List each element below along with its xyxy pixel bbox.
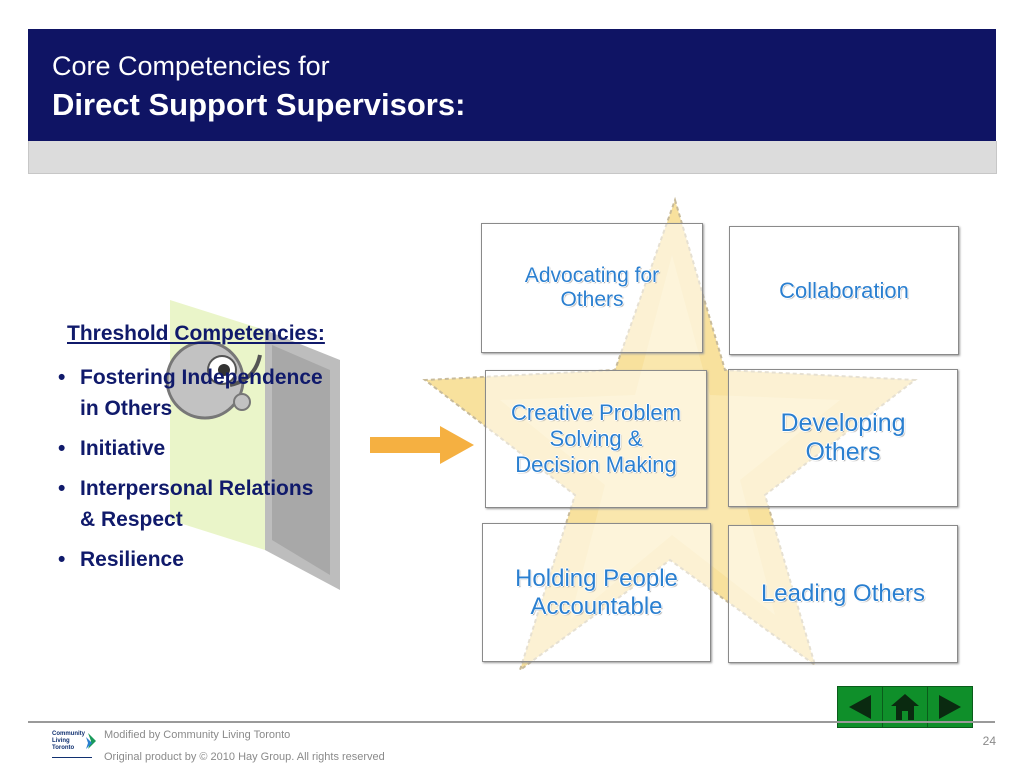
competency-box-leading-others: Leading Others [728, 525, 958, 663]
competency-label: Holding People [515, 564, 678, 592]
triangle-right-icon [939, 695, 961, 719]
title-banner: Core Competencies for Direct Support Sup… [28, 29, 996, 141]
competency-label: Accountable [530, 592, 663, 620]
home-icon [891, 694, 919, 720]
competency-label: Others [805, 438, 881, 466]
competency-label: Solving & [549, 426, 643, 451]
logo-text: Community Living Toronto [52, 731, 85, 751]
bullet-icon: • [58, 477, 66, 500]
list-item: • Initiative [58, 433, 388, 464]
next-slide-button[interactable] [928, 687, 972, 727]
home-button[interactable] [883, 687, 928, 727]
threshold-list: • Fostering Independence in Others • Ini… [58, 362, 388, 584]
competency-label: Leading Others [760, 580, 926, 607]
competency-label: Collaboration [779, 277, 909, 303]
arrow-right-icon [370, 426, 474, 464]
bullet-icon: • [58, 548, 66, 571]
footer-modified-note: Modified by Community Living Toronto [104, 729, 291, 741]
competency-box-creative-problem-solving: Creative Problem Solving & Decision Maki… [485, 370, 707, 508]
list-item-text: Interpersonal Relations [80, 477, 314, 500]
title-line-2: Direct Support Supervisors: [52, 87, 466, 122]
competency-label: Others [560, 288, 624, 311]
subtitle-bar [28, 141, 997, 174]
competency-label: Creative Problem [511, 400, 681, 425]
list-item: • Interpersonal Relations & Respect [58, 473, 388, 535]
competency-label: Advocating for [524, 264, 660, 287]
competency-box-holding-accountable: Holding People Accountable [482, 523, 711, 662]
competency-label: Decision Making [515, 452, 677, 477]
competency-box-advocating: Advocating for Others [481, 223, 703, 353]
competency-box-collaboration: Collaboration [729, 226, 959, 355]
footer-copyright: Original product by © 2010 Hay Group. Al… [104, 751, 385, 763]
list-item-text: in Others [80, 397, 173, 420]
competency-label: Developing [780, 409, 906, 437]
competency-box-developing-others: Developing Others [728, 369, 958, 507]
cartoon-figure-illustration [165, 300, 340, 590]
list-item-text: Initiative [80, 437, 166, 460]
title-line-1: Core Competencies for [52, 51, 330, 81]
community-living-toronto-logo [52, 733, 96, 758]
list-item: • Fostering Independence in Others [58, 362, 388, 424]
list-item-text: Resilience [80, 548, 184, 571]
list-item-text: & Respect [80, 508, 183, 531]
triangle-left-icon [849, 695, 871, 719]
bullet-icon: • [58, 366, 66, 389]
threshold-heading: Threshold Competencies: [67, 322, 325, 345]
list-item-text: Fostering Independence [80, 366, 323, 389]
previous-slide-button[interactable] [838, 687, 883, 727]
footer-divider [28, 721, 995, 723]
page-number: 24 [982, 734, 996, 748]
list-item: • Resilience [58, 544, 388, 575]
bullet-icon: • [58, 437, 66, 460]
